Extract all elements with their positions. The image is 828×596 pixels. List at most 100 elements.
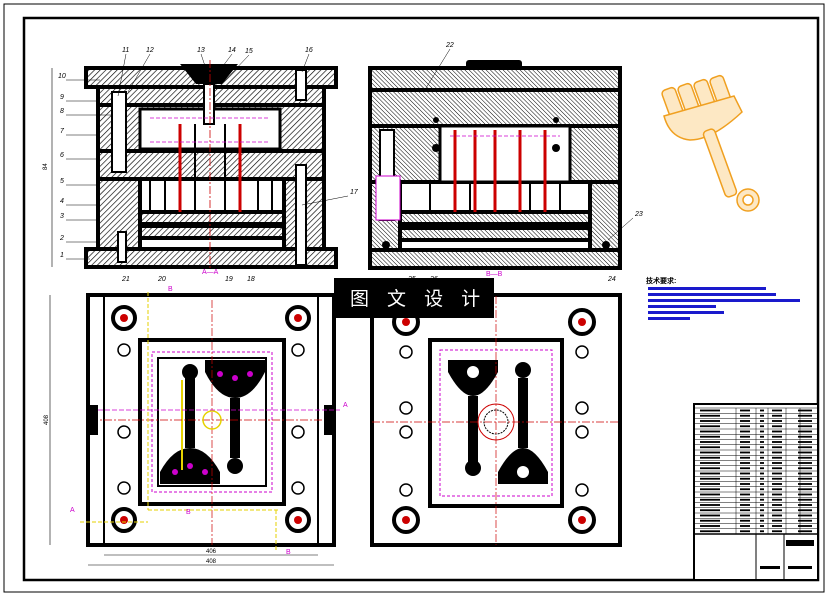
parts-list-cell-text	[772, 414, 782, 417]
parts-list-cell-text	[700, 504, 720, 506]
parts-list-cell-text	[700, 425, 720, 428]
parts-list-cell-text	[740, 472, 750, 475]
callout-23: 23	[634, 211, 643, 218]
callout-16: 16	[305, 47, 313, 54]
parts-list-cell-text	[700, 483, 720, 485]
parts-list-cell-text	[700, 493, 720, 496]
parts-list-cell-text	[798, 519, 812, 522]
parts-list-cell-text	[798, 472, 812, 475]
callout-6: 6	[60, 152, 64, 159]
parts-list-cell-text	[740, 425, 750, 428]
parts-list-cell-text	[700, 488, 720, 491]
parts-list-cell-text	[740, 441, 750, 443]
parts-list-cell-text	[772, 467, 782, 470]
callout-9: 9	[60, 94, 64, 101]
parts-list-cell-text	[700, 441, 720, 443]
callout-21: 21	[121, 276, 130, 283]
parts-list-cell-text	[760, 483, 764, 485]
parts-list-cell-text	[740, 530, 750, 533]
callout-13: 13	[197, 47, 205, 54]
parts-list-cell-text	[772, 409, 782, 412]
parts-list-cell-text	[740, 430, 750, 433]
title-block	[693, 403, 819, 581]
parts-list-cell-text	[772, 425, 782, 428]
parts-list-cell-text	[760, 493, 764, 496]
parts-list-cell-text	[772, 451, 782, 454]
callout-20: 20	[157, 276, 166, 283]
parts-list-cell-text	[760, 425, 764, 428]
parts-list-cell-text	[740, 498, 750, 501]
parts-list-cell-text	[798, 441, 812, 443]
parts-list-cell-text	[740, 477, 750, 480]
parts-list-cell-text	[772, 441, 782, 443]
parts-list-cell-text	[798, 488, 812, 491]
parts-list-cell-text	[798, 514, 812, 517]
parts-list-cell-text	[798, 530, 812, 533]
parts-list-cell-text	[772, 504, 782, 506]
parts-list-cell-text	[760, 420, 764, 422]
parts-list-cell-text	[798, 504, 812, 506]
parts-list-cell-text	[798, 498, 812, 501]
callout-1: 1	[60, 252, 64, 259]
parts-list-cell-text	[772, 446, 782, 449]
parts-list-cell-text	[760, 456, 764, 459]
part-isometric-view	[661, 74, 760, 212]
parts-list-cell-text	[700, 467, 720, 470]
parts-list-cell-text	[772, 483, 782, 485]
callout-2: 2	[59, 235, 64, 242]
parts-list-cell-text	[798, 456, 812, 459]
parts-list-cell-text	[772, 498, 782, 501]
callout-11: 11	[122, 47, 129, 54]
parts-list-cell-text	[798, 467, 812, 470]
parts-list-cell-text	[798, 483, 812, 485]
parts-list-cell-text	[798, 446, 812, 449]
parts-list-cell-text	[760, 467, 764, 470]
parts-list-cell-text	[798, 477, 812, 480]
parts-list-cell-text	[760, 509, 764, 512]
parts-list-cell-text	[760, 530, 764, 533]
parts-list-cell-text	[772, 456, 782, 459]
parts-list-cell-text	[760, 477, 764, 480]
parts-list-cell-text	[798, 451, 812, 454]
parts-list-cell-text	[740, 509, 750, 512]
parts-list-cell-text	[740, 456, 750, 459]
callout-5: 5	[60, 178, 64, 185]
parts-list-cell-text	[760, 525, 764, 527]
parts-list-cell-text	[700, 451, 720, 454]
parts-list-cell-text	[760, 430, 764, 433]
callout-3: 3	[60, 213, 64, 220]
parts-list-cell-text	[772, 530, 782, 533]
parts-list-cell-text	[772, 462, 782, 464]
parts-list-cell-text	[760, 504, 764, 506]
parts-list-cell-text	[798, 409, 812, 412]
callout-17: 17	[350, 189, 359, 196]
parts-list-cell-text	[740, 435, 750, 438]
parts-list-cell-text	[772, 509, 782, 512]
dim-plan-width-1: 406	[206, 549, 217, 555]
parts-list-cell-text	[798, 435, 812, 438]
callout-7: 7	[60, 128, 65, 135]
watermark-banner: 图 文 设 计	[334, 278, 494, 318]
inner-frame	[22, 16, 820, 582]
parts-list-cell-text	[740, 420, 750, 422]
parts-list-cell-text	[772, 514, 782, 517]
parts-list-cell-text	[760, 488, 764, 491]
parts-list-cell-text	[740, 519, 750, 522]
parts-list-cell-text	[760, 441, 764, 443]
parts-list-cell-text	[700, 477, 720, 480]
dim-height-left: 84	[43, 163, 49, 170]
parts-list-cell-text	[772, 525, 782, 527]
parts-list-cell-text	[760, 435, 764, 438]
parts-list-cell-text	[740, 462, 750, 464]
parts-list-cell-text	[760, 519, 764, 522]
callout-22: 22	[445, 42, 454, 49]
parts-list-cell-text	[700, 530, 720, 533]
notes-title: 技术要求:	[646, 276, 676, 285]
callout-10: 10	[58, 73, 66, 80]
callout-8: 8	[60, 108, 64, 115]
parts-list-cell-text	[772, 430, 782, 433]
parts-list-cell-text	[760, 514, 764, 517]
parts-list-cell-text	[760, 409, 764, 412]
callout-15: 15	[245, 48, 253, 55]
